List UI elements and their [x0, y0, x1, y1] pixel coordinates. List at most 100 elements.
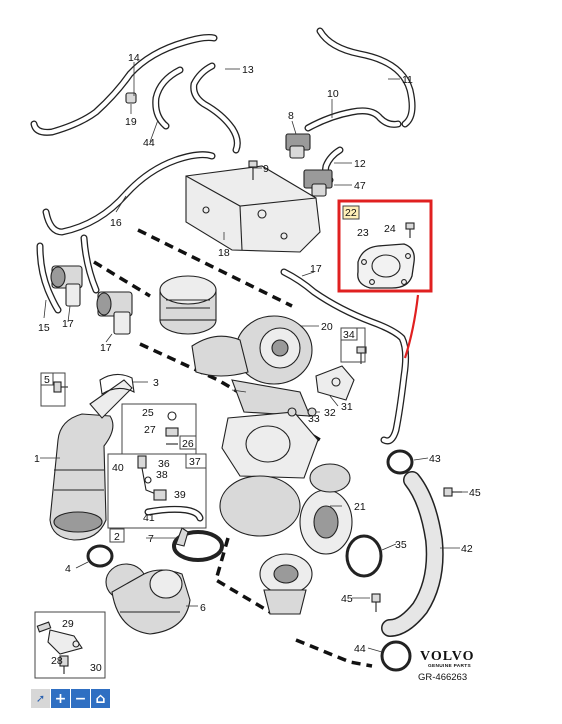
- solenoid-valve-47: [303, 169, 333, 197]
- hose-10: [304, 107, 402, 132]
- zoom-out-icon[interactable]: −: [71, 689, 90, 708]
- hose-18: [280, 268, 410, 445]
- brand-subtitle: GENUINE PARTS: [428, 663, 471, 669]
- hose-16: [42, 151, 216, 236]
- callout-22: 21: [354, 501, 366, 513]
- callout-18: 17: [310, 263, 322, 275]
- ring-4: [86, 544, 114, 568]
- reference-number: GR-466263: [418, 672, 467, 683]
- callout-30: 29: [62, 618, 74, 630]
- solenoid-valve-8: [285, 133, 311, 159]
- exhaust-flange-plate: [221, 411, 319, 479]
- callout-3: 3: [153, 377, 159, 389]
- gasket-44-lower: [380, 640, 412, 672]
- callout-29: 28: [51, 655, 63, 667]
- callout-32: 31: [341, 401, 353, 413]
- bolt-5: [53, 381, 68, 393]
- callout-1: 1: [34, 453, 40, 465]
- bracket-32: [315, 365, 355, 401]
- callout-36: 35: [395, 539, 407, 551]
- callout-17-right: 17: [100, 342, 112, 354]
- callout-35: 34: [343, 329, 355, 341]
- callout-5: 5: [44, 374, 50, 386]
- callout-47: 47: [354, 180, 366, 192]
- callout-20: 19: [125, 116, 137, 128]
- hose-46: [30, 34, 218, 136]
- turbocharger-21: [191, 315, 313, 417]
- fitting-26-28: [165, 411, 179, 445]
- home-icon[interactable]: ⌂: [91, 689, 110, 708]
- callout-9: 9: [263, 163, 269, 175]
- sensor-17-right: [96, 291, 133, 335]
- sensor-assembly-37-42: [137, 455, 167, 501]
- sensor-17-left: [50, 265, 83, 307]
- bolt-25: [405, 222, 415, 238]
- clip-20: [125, 92, 137, 104]
- hose-13: [152, 62, 241, 154]
- pipe-6: [105, 563, 191, 635]
- bolt-9: [248, 160, 258, 180]
- cursor-arrow-icon[interactable]: ➚: [31, 689, 50, 708]
- hose-11: [316, 27, 416, 128]
- callout-2: 2: [114, 531, 120, 543]
- callout-44-lower: 44: [354, 643, 366, 655]
- callout-labels: 14 19 44 13 11 10 8 9 12 47 16 18 17 20 …: [34, 52, 481, 674]
- volvo-genuine-parts-logo: VOLVO GENUINE PARTS: [420, 649, 474, 669]
- vacuum-tank-19: [185, 165, 321, 253]
- box-23-label: [342, 205, 360, 220]
- assembly-outline-upper: [93, 228, 321, 442]
- turbocharger-22: [219, 463, 353, 615]
- clamp-3: [99, 373, 135, 395]
- callout-26: 25: [142, 407, 154, 419]
- callout-38: 37: [189, 456, 201, 468]
- callout-34: 33: [308, 413, 320, 425]
- callout-8: 8: [288, 110, 294, 122]
- callout-39: 38: [156, 469, 168, 481]
- callout-13: 13: [242, 64, 254, 76]
- callout-43: 42: [461, 543, 473, 555]
- callout-23: 22: [345, 207, 357, 219]
- box-5-label: [40, 372, 54, 386]
- callout-42: 41: [143, 512, 155, 524]
- callout-27: 26: [182, 438, 194, 450]
- callout-7: 7: [148, 533, 154, 545]
- viewer-toolbar: ➚ + − ⌂: [31, 689, 110, 708]
- callout-12: 12: [354, 158, 366, 170]
- callout-33: 32: [324, 407, 336, 419]
- red-connector-line: [403, 294, 420, 359]
- nut-34: [287, 407, 297, 417]
- callout-44-upper: 43: [429, 453, 441, 465]
- bracket-29-31: [36, 621, 83, 674]
- box-35-label: [340, 327, 358, 341]
- box-2-label: [109, 528, 125, 543]
- intake-pipe: [159, 275, 217, 335]
- bolt-45-lower: [371, 593, 381, 612]
- callout-25: 24: [384, 223, 396, 235]
- box-27-label: [179, 435, 197, 450]
- leader-lines: [40, 62, 468, 653]
- callout-24: 23: [357, 227, 369, 239]
- clamp-7: [172, 527, 224, 562]
- callout-14: 14: [128, 52, 140, 64]
- callout-45-lower: 45: [341, 593, 353, 605]
- callout-6: 6: [200, 602, 206, 614]
- callout-10: 10: [327, 88, 339, 100]
- callout-4: 4: [65, 563, 71, 575]
- callout-21: 20: [321, 321, 333, 333]
- callout-37: 36: [158, 458, 170, 470]
- callout-17-left: 17: [62, 318, 74, 330]
- catalytic-converter-1: [49, 379, 133, 541]
- callout-11: 11: [402, 74, 413, 86]
- detail-box-26-28: [121, 403, 197, 455]
- callout-15: 15: [38, 322, 50, 334]
- gasket-36: [345, 534, 383, 578]
- callout-16: 16: [110, 217, 122, 229]
- callout-40: 39: [174, 489, 186, 501]
- gasket-24: [357, 243, 415, 289]
- callout-28: 27: [144, 424, 156, 436]
- tube-43: [381, 471, 444, 637]
- zoom-in-icon[interactable]: +: [51, 689, 70, 708]
- callout-45-upper: 45: [469, 487, 481, 499]
- callout-19: 18: [218, 247, 230, 259]
